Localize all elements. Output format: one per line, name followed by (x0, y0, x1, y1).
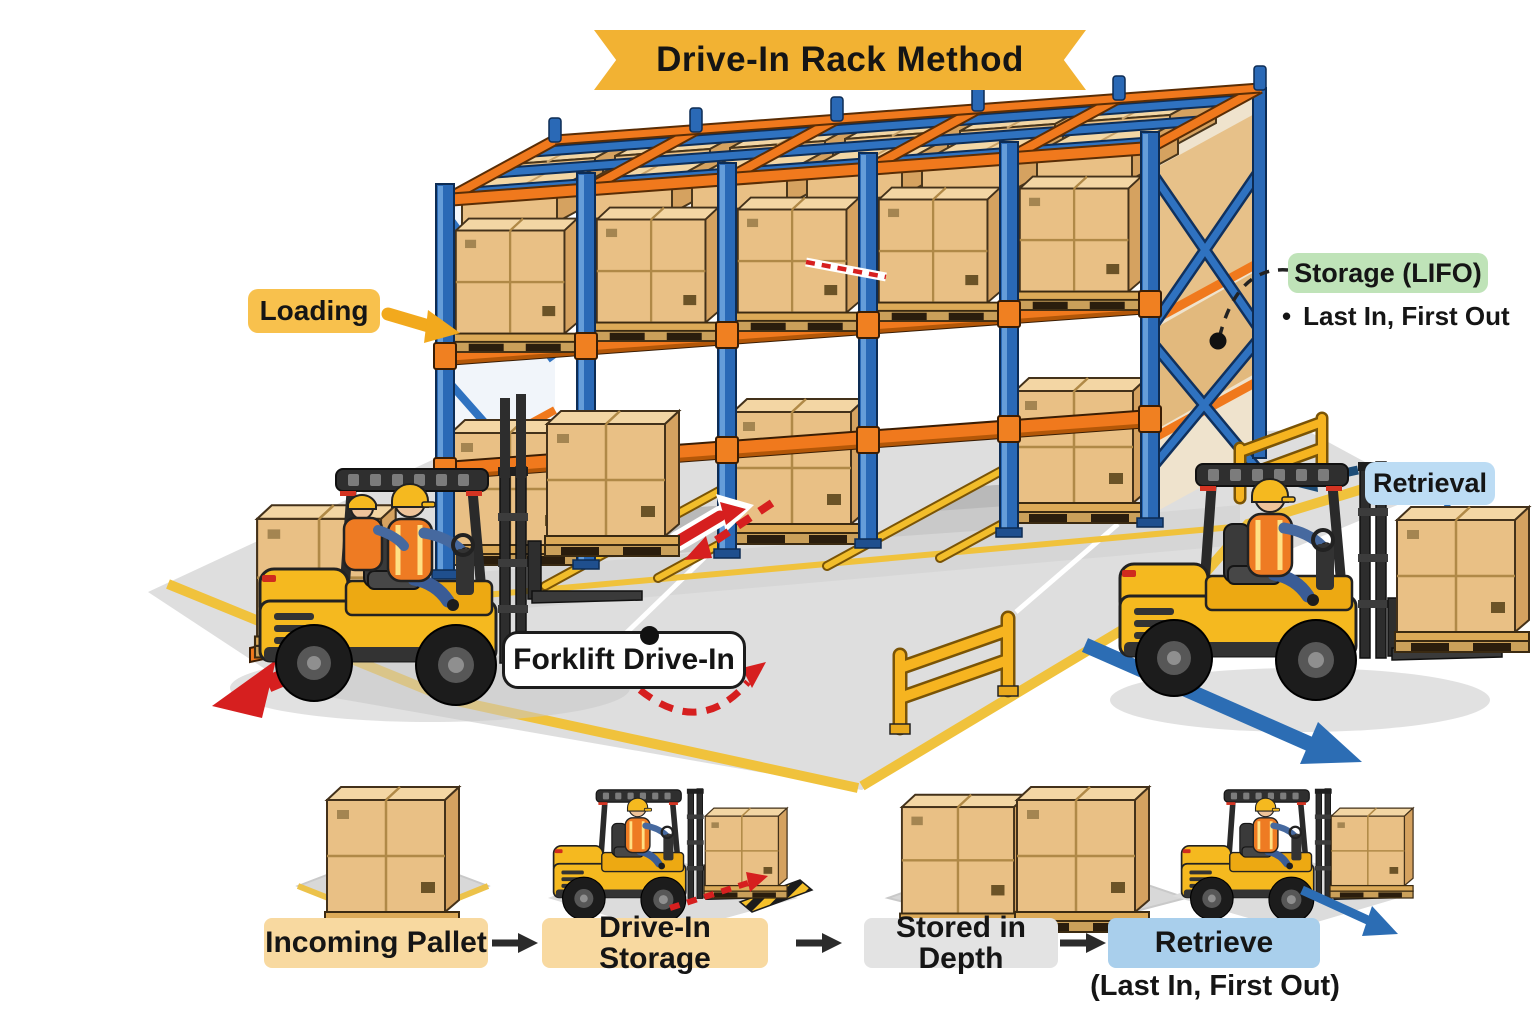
flow-arrow-icon (492, 933, 538, 953)
flow-arrow-icon (796, 933, 842, 953)
retrieve-illustration (1172, 789, 1414, 936)
storage-lifo-label: Storage (LIFO) (1288, 253, 1488, 293)
storage-bullet-text: Last In, First Out (1303, 301, 1510, 332)
storage-pointer (1209, 268, 1289, 350)
drive-in-path-arrow-icon (637, 662, 766, 716)
bullet-icon: • (1282, 301, 1292, 332)
step-incoming-pallet: Incoming Pallet (264, 918, 488, 968)
guard-rail-front (889, 610, 1019, 736)
rack-roof-frame (442, 65, 1267, 207)
retrieval-label: Retrieval (1365, 462, 1495, 505)
page-title: Drive-In Rack Method (594, 30, 1086, 90)
process-step-illustrations (295, 785, 1414, 938)
aisle-dashed-arrow-icon (684, 499, 775, 560)
aisle-entry-arrow-icon (668, 494, 754, 551)
loading-label: Loading (248, 289, 380, 333)
carried-pallet (1393, 505, 1531, 654)
loading-arrow-icon (381, 307, 460, 343)
flow-arrow-icon (1060, 933, 1106, 953)
carried-pallet (543, 409, 681, 558)
drive-in-storage-illustration (548, 789, 814, 934)
step-retrieve-sublabel: (Last In, First Out) (1090, 969, 1340, 1002)
second-worker (342, 494, 409, 572)
rack-right-side (1145, 87, 1267, 515)
incoming-pallet-illustration (295, 785, 491, 934)
forklift-drive-in-label: Forklift Drive-In (502, 631, 746, 689)
step-retrieve: Retrieve (1108, 918, 1320, 968)
retrieval-exit-arrow-icon (1081, 638, 1362, 764)
mast-extension (516, 394, 526, 478)
roof-guide-dashes (805, 259, 887, 280)
storage-bullet-line: • Last In, First Out (1282, 301, 1512, 333)
drive-in-dot (640, 626, 659, 645)
mast-extension (500, 398, 510, 478)
step-stored-in-depth: Stored in Depth (864, 911, 1058, 974)
step-drive-in-storage: Drive-In Storage (542, 911, 768, 974)
rack-beam-upper-shadow (445, 309, 1150, 365)
loading-forklift (260, 394, 681, 705)
